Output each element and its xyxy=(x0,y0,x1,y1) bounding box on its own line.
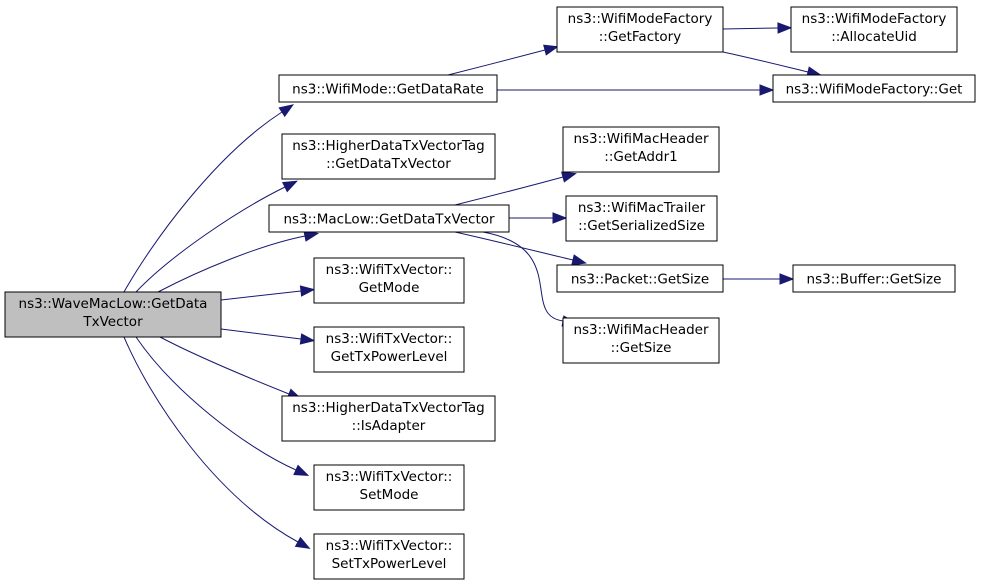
node-label-line: ::AllocateUid xyxy=(831,29,917,45)
node-label-line: ns3::HigherDataTxVectorTag xyxy=(292,400,485,416)
node-label-line: ns3::Buffer::GetSize xyxy=(807,272,942,288)
root-to-maclow-getdatatxvector-edge xyxy=(157,235,306,293)
node-label-line: GetTxPowerLevel xyxy=(331,349,448,365)
root-to-txvector-gettxpowerlevel-edge xyxy=(220,328,302,340)
node-label-line: GetMode xyxy=(359,280,420,296)
getdatarate-to-getfactory-edge xyxy=(447,49,546,76)
root-to-txvector-settxpowerlevel-arrowhead xyxy=(294,536,311,549)
node-box xyxy=(281,395,496,442)
node-label-line: ::GetSize xyxy=(611,340,672,356)
maclow-to-packet-getsize-edge xyxy=(454,231,574,261)
node-label-line: ::GetDataTxVector xyxy=(326,156,451,172)
node-txvector-gettxpowerlevel[interactable]: ns3::WifiTxVector::GetTxPowerLevel xyxy=(313,326,465,373)
node-label-line: ns3::WifiMacHeader xyxy=(573,131,709,147)
getdatarate-to-factory-get-arrowhead xyxy=(759,84,775,96)
node-label-line: SetTxPowerLevel xyxy=(332,556,447,572)
root-to-txvector-settxpowerlevel-edge xyxy=(123,336,299,543)
node-txvector-getmode[interactable]: ns3::WifiTxVector::GetMode xyxy=(313,257,465,304)
node-box xyxy=(313,257,465,304)
maclow-to-macheader-getsize-edge xyxy=(482,231,564,322)
node-box xyxy=(556,6,724,53)
node-label-line: ns3::WifiTxVector:: xyxy=(326,262,453,278)
node-label-line: ::GetFactory xyxy=(599,29,681,45)
node-label-line: SetMode xyxy=(360,487,419,503)
root-to-wifimode-getdatarate-edge xyxy=(123,111,283,293)
root-to-higher-getdatatxvector-arrowhead xyxy=(282,180,298,193)
node-higher-isadapter[interactable]: ns3::HigherDataTxVectorTag::IsAdapter xyxy=(281,395,496,442)
node-label-line: ::GetAddr1 xyxy=(604,149,677,165)
node-label-line: ns3::WaveMacLow::GetData xyxy=(19,296,208,312)
node-label-line: ns3::MacLow::GetDataTxVector xyxy=(283,212,495,228)
node-label-line: ns3::WifiTxVector:: xyxy=(326,538,453,554)
node-macheader-getaddr1[interactable]: ns3::WifiMacHeader::GetAddr1 xyxy=(562,126,720,173)
node-label-line: ns3::WifiTxVector:: xyxy=(326,469,453,485)
node-label-line: TxVector xyxy=(82,314,143,330)
node-txvector-setmode[interactable]: ns3::WifiTxVector::SetMode xyxy=(313,464,465,511)
getfactory-to-allocateuid-arrowhead xyxy=(777,22,793,34)
packet-getsize-to-buffer-getsize-arrowhead xyxy=(779,273,795,285)
node-label-line: ns3::WifiMacTrailer xyxy=(578,200,706,216)
node-macheader-getsize[interactable]: ns3::WifiMacHeader::GetSize xyxy=(562,317,720,364)
root-to-txvector-setmode-arrowhead xyxy=(293,464,310,476)
maclow-to-packet-getsize-arrowhead xyxy=(571,254,587,266)
node-txvector-settxpowerlevel[interactable]: ns3::WifiTxVector::SetTxPowerLevel xyxy=(313,533,465,580)
call-edges xyxy=(123,22,822,549)
node-maclow-getdatatxvector[interactable]: ns3::MacLow::GetDataTxVector xyxy=(268,204,510,233)
maclow-to-mactrailer-getserializedsize-arrowhead xyxy=(552,212,568,224)
node-box xyxy=(313,533,465,580)
node-label-line: ns3::WifiTxVector:: xyxy=(326,331,453,347)
root-to-txvector-gettxpowerlevel-arrowhead xyxy=(299,333,316,345)
root-to-maclow-getdatatxvector-arrowhead xyxy=(303,230,320,242)
node-box xyxy=(278,74,498,103)
node-label-line: ns3::WifiModeFactory xyxy=(802,11,947,27)
getfactory-to-allocateuid-edge xyxy=(722,27,779,30)
root-to-txvector-getmode-edge xyxy=(220,290,302,301)
node-higher-getdatatxvector[interactable]: ns3::HigherDataTxVectorTag::GetDataTxVec… xyxy=(281,133,496,180)
node-box xyxy=(562,126,720,173)
maclow-to-macheader-getaddr1-edge xyxy=(454,176,564,206)
getdatarate-to-getfactory-arrowhead xyxy=(543,44,559,56)
node-buffer-getsize[interactable]: ns3::Buffer::GetSize xyxy=(792,264,956,293)
root-to-higher-isadapter-edge xyxy=(159,336,290,395)
node-box xyxy=(792,264,956,293)
node-box xyxy=(556,264,724,293)
node-box xyxy=(4,291,222,338)
node-label-line: ns3::WifiModeFactory::Get xyxy=(786,82,963,98)
root-to-txvector-getmode-arrowhead xyxy=(299,285,316,297)
node-label-line: ns3::WifiMode::GetDataRate xyxy=(292,82,484,98)
node-root[interactable]: ns3::WaveMacLow::GetDataTxVector xyxy=(4,291,222,338)
node-label-line: ::IsAdapter xyxy=(352,418,426,434)
node-factory-allocateuid[interactable]: ns3::WifiModeFactory::AllocateUid xyxy=(790,6,958,53)
node-box xyxy=(772,74,976,103)
node-factory-getfactory[interactable]: ns3::WifiModeFactory::GetFactory xyxy=(556,6,724,53)
root-to-higher-getdatatxvector-edge xyxy=(135,186,286,293)
node-box xyxy=(313,326,465,373)
node-box xyxy=(790,6,958,53)
node-wifimode-getdatarate[interactable]: ns3::WifiMode::GetDataRate xyxy=(278,74,498,103)
maclow-to-macheader-getaddr1-arrowhead xyxy=(561,171,577,183)
node-label-line: ns3::WifiModeFactory xyxy=(568,11,713,27)
node-label-line: ns3::HigherDataTxVectorTag xyxy=(292,138,485,154)
node-box xyxy=(313,464,465,511)
node-label-line: ns3::WifiMacHeader xyxy=(573,322,709,338)
root-to-txvector-setmode-edge xyxy=(135,336,297,471)
node-box xyxy=(281,133,496,180)
root-to-wifimode-getdatarate-arrowhead xyxy=(278,104,295,118)
node-box xyxy=(565,195,718,242)
node-label-line: ::GetSerializedSize xyxy=(578,218,705,234)
node-box xyxy=(562,317,720,364)
getfactory-to-factory-get-edge xyxy=(722,51,809,73)
node-factory-get[interactable]: ns3::WifiModeFactory::Get xyxy=(772,74,976,103)
node-packet-getsize[interactable]: ns3::Packet::GetSize xyxy=(556,264,724,293)
node-mactrailer-getserializedsize[interactable]: ns3::WifiMacTrailer::GetSerializedSize xyxy=(565,195,718,242)
call-nodes: ns3::WaveMacLow::GetDataTxVectorns3::Wif… xyxy=(4,6,976,580)
node-box xyxy=(268,204,510,233)
node-label-line: ns3::Packet::GetSize xyxy=(571,272,709,288)
